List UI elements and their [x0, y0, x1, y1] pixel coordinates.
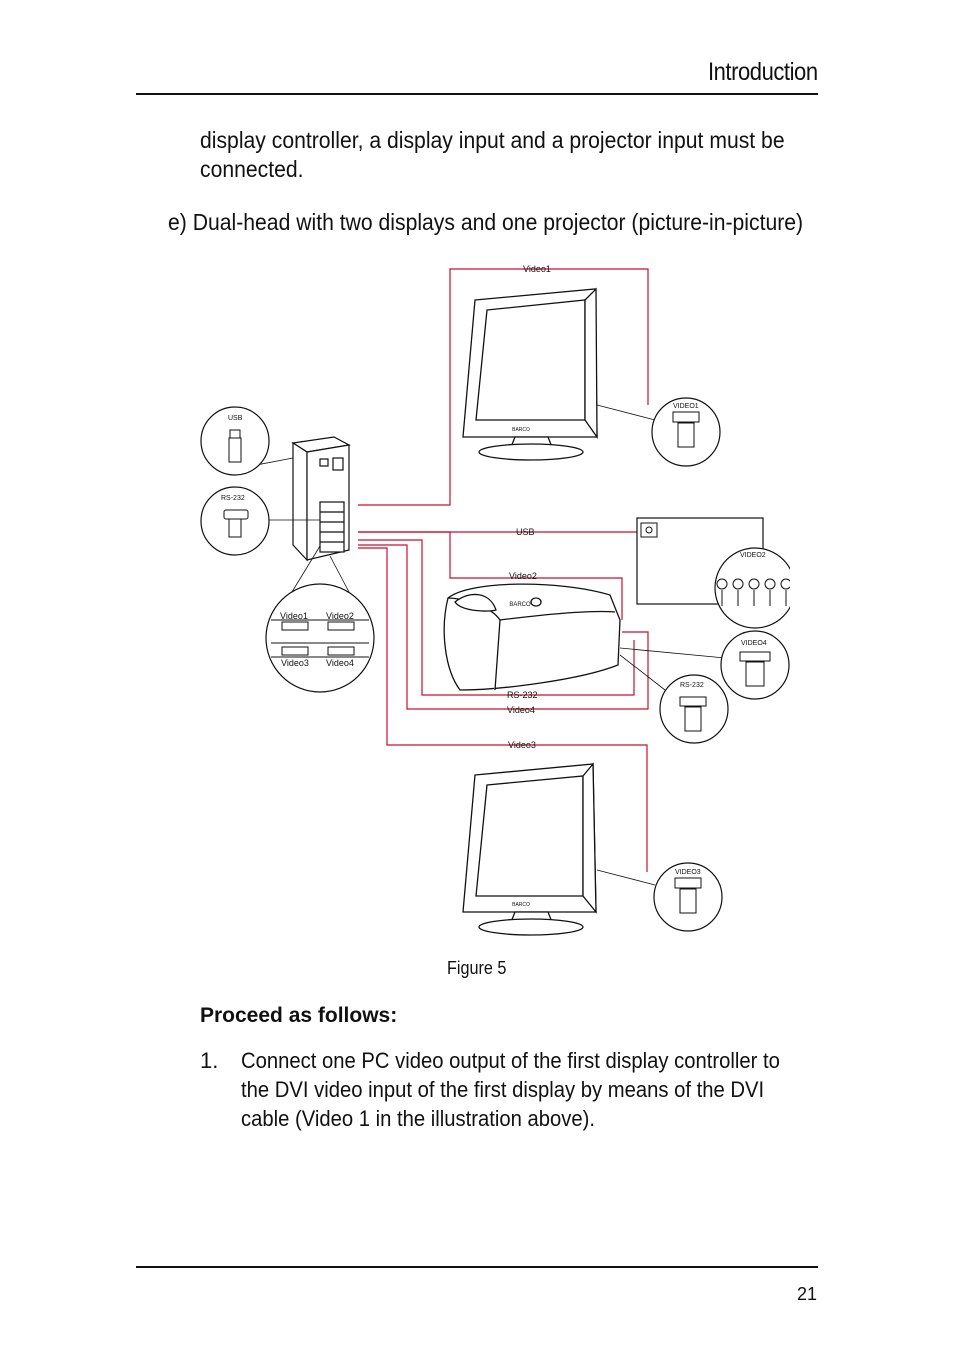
label-video4: Video4 [507, 705, 535, 715]
cable-video3 [358, 547, 648, 872]
cable-video1 [358, 268, 649, 506]
page-number: 21 [796, 1284, 817, 1304]
label-video3: Video3 [508, 740, 536, 750]
label-pc-video3: Video3 [281, 658, 309, 668]
cable-video4 [358, 544, 649, 710]
svg-text:BARCO: BARCO [509, 602, 531, 608]
label-usb-callout: USB [228, 415, 243, 422]
cable-rs232 [358, 539, 635, 696]
label-rs232-cable: RS-232 [507, 690, 538, 700]
connection-diagram: BARCO BARCO BARCO [190, 255, 790, 945]
section-heading: e) Dual-head with two displays and one p… [168, 209, 804, 235]
label-conn-video2: VIDEO2 [740, 552, 766, 559]
pc-outputs-callout-circle [265, 583, 375, 693]
header-title: Introduction [708, 58, 818, 86]
step-number: 1. [200, 1048, 219, 1073]
instructions-heading: Proceed as follows: [200, 1004, 398, 1027]
label-rs232-callout: RS-232 [221, 495, 245, 502]
svg-text:BARCO: BARCO [512, 427, 530, 433]
label-conn-rs232: RS-232 [680, 682, 704, 689]
pc-tower [291, 436, 351, 562]
label-conn-video1: VIDEO1 [673, 403, 699, 410]
label-video1: Video1 [523, 264, 551, 274]
step-text: Connect one PC video output of the first… [241, 1048, 780, 1131]
label-conn-video4: VIDEO4 [741, 640, 767, 647]
label-pc-video1: Video1 [280, 611, 308, 621]
label-pc-video2: Video2 [326, 611, 354, 621]
label-usb-cable: USB [516, 527, 535, 537]
figure-caption: Figure 5 [447, 958, 507, 978]
label-pc-video4: Video4 [326, 658, 354, 668]
footer-rule [136, 1266, 818, 1268]
label-conn-video3: VIDEO3 [675, 869, 701, 876]
projector [443, 583, 621, 691]
svg-text:BARCO: BARCO [512, 902, 530, 908]
header-rule [136, 93, 818, 95]
label-video2: Video2 [509, 571, 537, 581]
continuation-paragraph: display controller, a display input and … [200, 127, 785, 182]
